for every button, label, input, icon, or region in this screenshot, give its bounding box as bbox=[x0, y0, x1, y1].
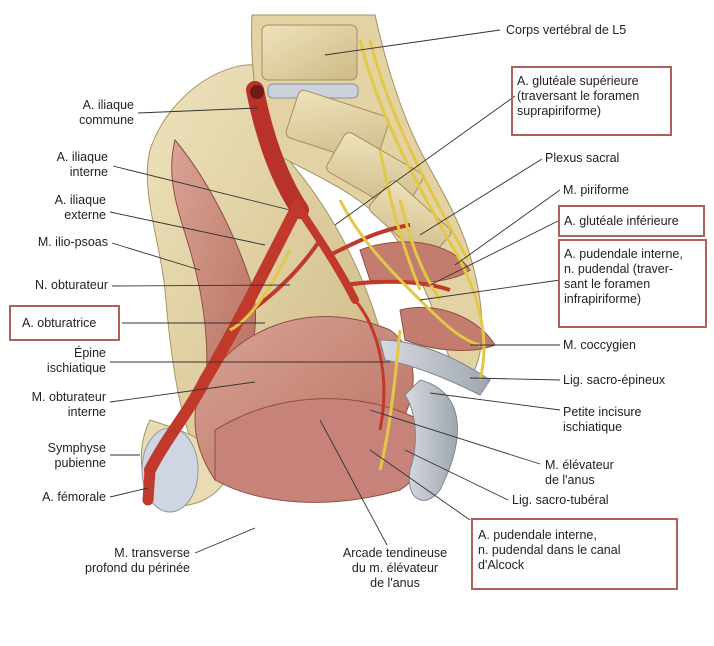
label-symphyse-pubienne: Symphyse pubienne bbox=[47, 441, 106, 470]
femoral-artery bbox=[142, 464, 156, 506]
levator-ani-muscle bbox=[214, 398, 431, 503]
label-n-obturateur: N. obturateur bbox=[35, 278, 108, 292]
label-m-elevateur: M. élévateur de l'anus bbox=[545, 458, 614, 487]
label-pudendale-interne: A. pudendale interne, n. pudendal (trave… bbox=[564, 247, 683, 306]
label-arcade-tendineuse: Arcade tendineuse du m. élévateur de l'a… bbox=[342, 546, 448, 590]
label-ilio-psoas: M. ilio-psoas bbox=[37, 235, 108, 249]
sacral-plexus-nerves bbox=[229, 39, 486, 471]
sacrospinous-ligament bbox=[379, 339, 491, 396]
label-gluteale-inferieure: A. glutéale inférieure bbox=[564, 214, 679, 228]
external-iliac-artery bbox=[144, 199, 304, 476]
label-petite-incisure: Petite incisure ischiatique bbox=[563, 405, 642, 434]
highlight-box-gluteale-superieure bbox=[511, 66, 672, 136]
label-iliaque-interne: A. iliaque interne bbox=[56, 150, 108, 179]
label-iliaque-externe: A. iliaque externe bbox=[54, 193, 106, 222]
highlight-box-pudendale-interne bbox=[558, 239, 707, 328]
sacrotuberous-ligament bbox=[404, 379, 458, 501]
label-corps-vertebral-l5: Corps vertébral de L5 bbox=[506, 23, 627, 37]
l5-vertebral-body bbox=[261, 24, 358, 81]
common-iliac-artery bbox=[246, 81, 309, 219]
label-m-obturateur-interne: M. obturateur interne bbox=[31, 390, 106, 419]
highlight-box-obturatrice bbox=[9, 305, 120, 341]
internal-pudendal-artery bbox=[353, 299, 386, 431]
highlight-box-pudendale-canal bbox=[471, 518, 678, 590]
highlight-box-gluteale-inferieure bbox=[558, 205, 705, 237]
label-lig-sacro-epineux: Lig. sacro-épineux bbox=[563, 373, 666, 387]
label-iliaque-commune: A. iliaque commune bbox=[79, 98, 134, 127]
obturator-artery bbox=[228, 238, 322, 327]
label-m-transverse: M. transverse profond du périnée bbox=[85, 546, 190, 575]
label-m-piriforme: M. piriforme bbox=[563, 183, 629, 197]
label-a-obturatrice: A. obturatrice bbox=[22, 316, 97, 330]
label-pudendale-canal: A. pudendale interne, n. pudendal dans l… bbox=[478, 528, 621, 572]
label-lig-sacro-tuberal: Lig. sacro-tubéral bbox=[512, 493, 609, 507]
label-a-femorale: A. fémorale bbox=[42, 490, 106, 504]
superior-gluteal-artery bbox=[329, 223, 411, 257]
label-plexus-sacral: Plexus sacral bbox=[545, 151, 620, 165]
label-epine-ischiatique: Épine ischiatique bbox=[46, 346, 106, 375]
common-iliac-lumen bbox=[250, 85, 264, 99]
label-gluteale-superieure: A. glutéale supérieure (traversant le fo… bbox=[517, 74, 640, 118]
inferior-gluteal-artery bbox=[344, 279, 451, 292]
leader-lines bbox=[109, 29, 561, 554]
internal-iliac-artery bbox=[296, 206, 359, 304]
label-m-coccygien: M. coccygien bbox=[563, 338, 636, 352]
